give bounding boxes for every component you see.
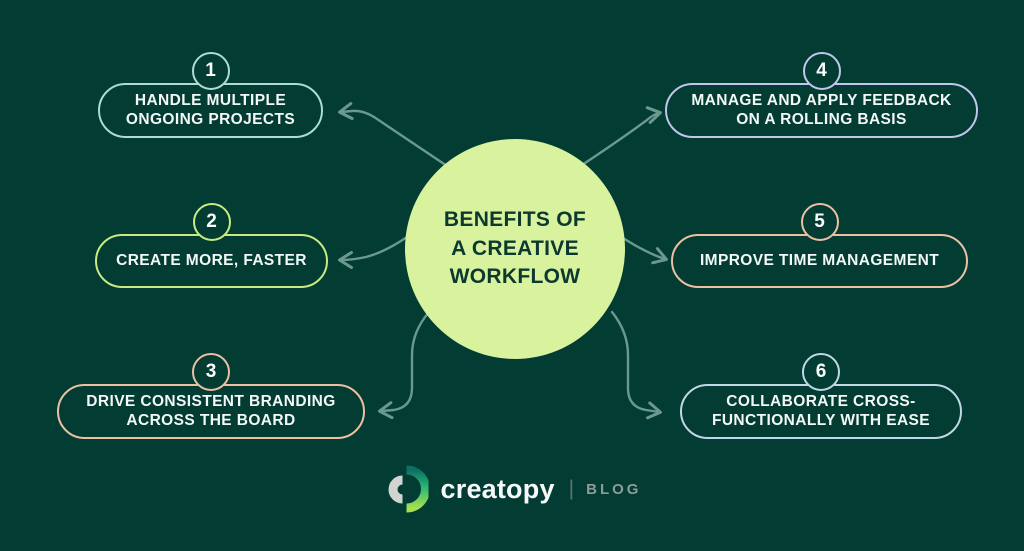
benefit-label-1: HANDLE MULTIPLE ONGOING PROJECTS [125, 91, 296, 128]
benefit-box-2: 2 CREATE MORE, FASTER [95, 203, 328, 288]
benefit-number-1: 1 [191, 52, 230, 90]
benefit-number-5: 5 [800, 203, 839, 241]
connector-arrow-1 [338, 102, 461, 176]
blog-label: BLOG [586, 480, 642, 498]
connector-arrow-2 [338, 235, 409, 269]
connector-arrow-5 [621, 236, 668, 265]
benefit-box-6: 6 COLLABORATE CROSS- FUNCTIONALLY WITH E… [680, 353, 962, 439]
benefit-number-4: 4 [802, 52, 841, 90]
benefit-number-3: 3 [192, 353, 230, 391]
connector-arrow-4 [571, 106, 662, 173]
footer-logo: creatopy | BLOG [383, 464, 642, 514]
creatopy-logo-icon [388, 465, 429, 513]
benefit-box-1: 1 HANDLE MULTIPLE ONGOING PROJECTS [98, 52, 323, 138]
brand-name: creatopy [440, 473, 555, 504]
center-circle: BENEFITS OF A CREATIVE WORKFLOW [405, 139, 625, 359]
connector-arrow-6 [610, 310, 662, 420]
logo-separator: | [568, 477, 575, 500]
benefit-label-3: DRIVE CONSISTENT BRANDING ACROSS THE BOA… [86, 392, 336, 429]
diagram-title: BENEFITS OF A CREATIVE WORKFLOW [443, 208, 587, 289]
connector-arrow-3 [378, 310, 431, 420]
benefit-box-3: 3 DRIVE CONSISTENT BRANDING ACROSS THE B… [57, 353, 365, 439]
benefit-label-4: MANAGE AND APPLY FEEDBACK ON A ROLLING B… [691, 91, 952, 128]
benefit-label-2: CREATE MORE, FASTER [116, 251, 307, 269]
benefit-label-6: COLLABORATE CROSS- FUNCTIONALLY WITH EAS… [711, 392, 931, 429]
benefit-number-6: 6 [802, 353, 840, 391]
benefit-label-5: IMPROVE TIME MANAGEMENT [699, 251, 940, 269]
benefit-box-5: 5 IMPROVE TIME MANAGEMENT [671, 203, 968, 288]
benefit-box-4: 4 MANAGE AND APPLY FEEDBACK ON A ROLLING… [665, 52, 978, 138]
benefit-number-2: 2 [192, 203, 231, 241]
